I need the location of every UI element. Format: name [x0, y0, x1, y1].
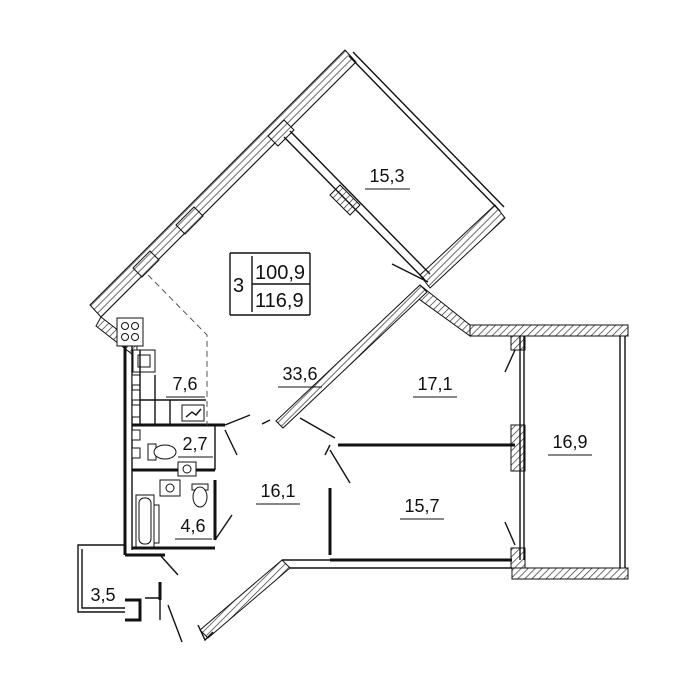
room-area-bathroom: 4,6	[180, 516, 205, 536]
room-area-hallway: 16,1	[260, 481, 295, 501]
room-area-bedroom-top: 15,3	[369, 166, 404, 186]
toilet-icon	[153, 444, 177, 460]
room-area-bedroom-middle: 17,1	[417, 374, 452, 394]
room-area-bedroom-bottom: 15,7	[404, 496, 439, 516]
room-area-kitchen: 7,6	[172, 374, 197, 394]
bathroom-toilet-icon	[192, 486, 208, 508]
exterior-walls	[89, 49, 629, 580]
room-area-wc: 2,7	[182, 434, 207, 454]
room-area-living: 33,6	[282, 364, 317, 384]
room-count: 3	[233, 275, 244, 297]
room-labels: 15,3 33,6 17,1 16,9 7,6 2,7 16,1 15,7 4,…	[85, 166, 592, 609]
living-area: 100,9	[255, 262, 305, 284]
kitchen-zone-boundary	[147, 274, 208, 425]
fixtures	[116, 317, 209, 548]
room-area-balcony-left: 3,5	[90, 585, 115, 605]
total-area: 116,9	[255, 290, 304, 312]
apartment-summary: 3 100,9 116,9	[229, 252, 311, 316]
outline-walls	[77, 51, 626, 642]
room-area-balcony-right: 16,9	[552, 432, 587, 452]
stove-icon	[116, 317, 144, 347]
door-swings	[159, 263, 516, 643]
